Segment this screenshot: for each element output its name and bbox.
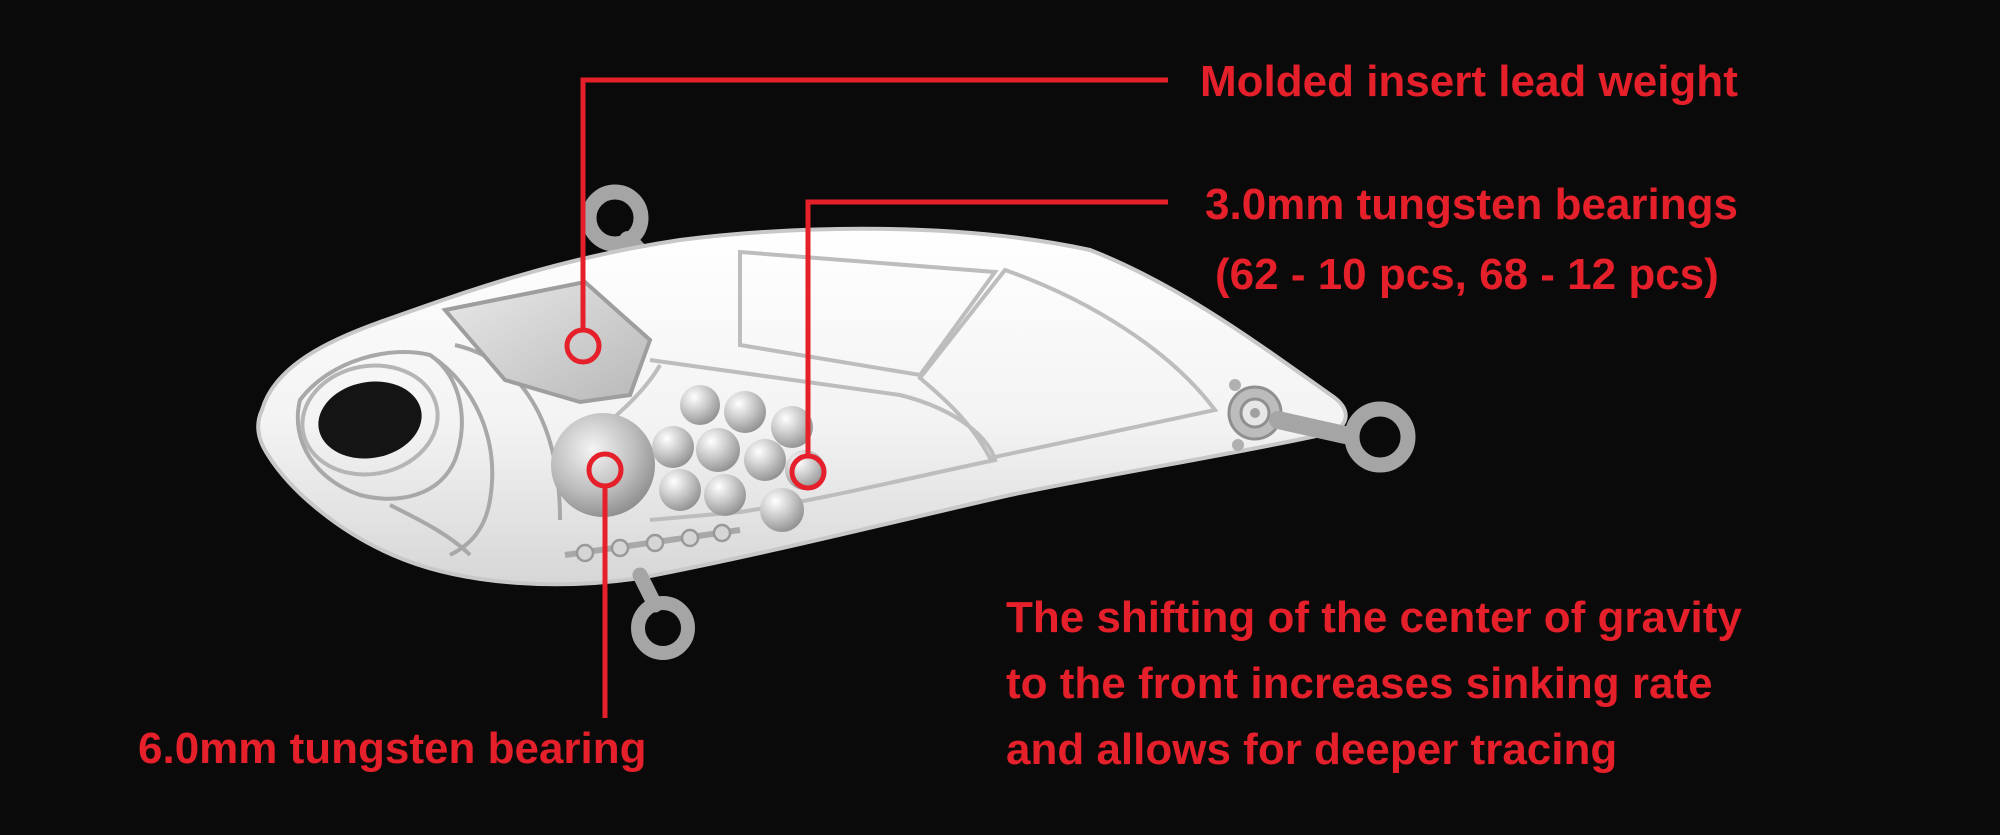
callout-tungsten-3mm: 3.0mm tungsten bearings [1205,180,1739,229]
marker-lead-weight [564,327,602,365]
tungsten-bearing-6mm [551,413,655,517]
tail-hook-ring [1344,401,1416,473]
lure-body [256,226,1348,587]
gravity-description: The shifting of the center of gravity to… [1006,585,1742,783]
callout-lead-weight: Molded insert lead weight [1200,57,1738,106]
marker-tungsten-3mm [789,453,827,491]
leader-tungsten-3mm [805,199,1168,456]
tail-hardware [1227,379,1354,451]
callout-markers [564,327,827,491]
description-line: The shifting of the center of gravity [1006,593,1742,642]
callout-tungsten-3mm-count: (62 - 10 pcs, 68 - 12 pcs) [1215,250,1719,299]
leader-lead-weight [580,77,1168,330]
head-detail [295,343,562,557]
eye [318,381,422,459]
marker-tungsten-6mm [586,451,624,489]
callout-lines [580,77,1168,718]
belly-wire [564,523,741,613]
belly-hook-ring [631,596,695,660]
description-line: and allows for deeper tracing [1006,725,1618,774]
callout-tungsten-6mm: 6.0mm tungsten bearing [138,724,647,773]
description-line: to the front increases sinking rate [1006,659,1713,708]
